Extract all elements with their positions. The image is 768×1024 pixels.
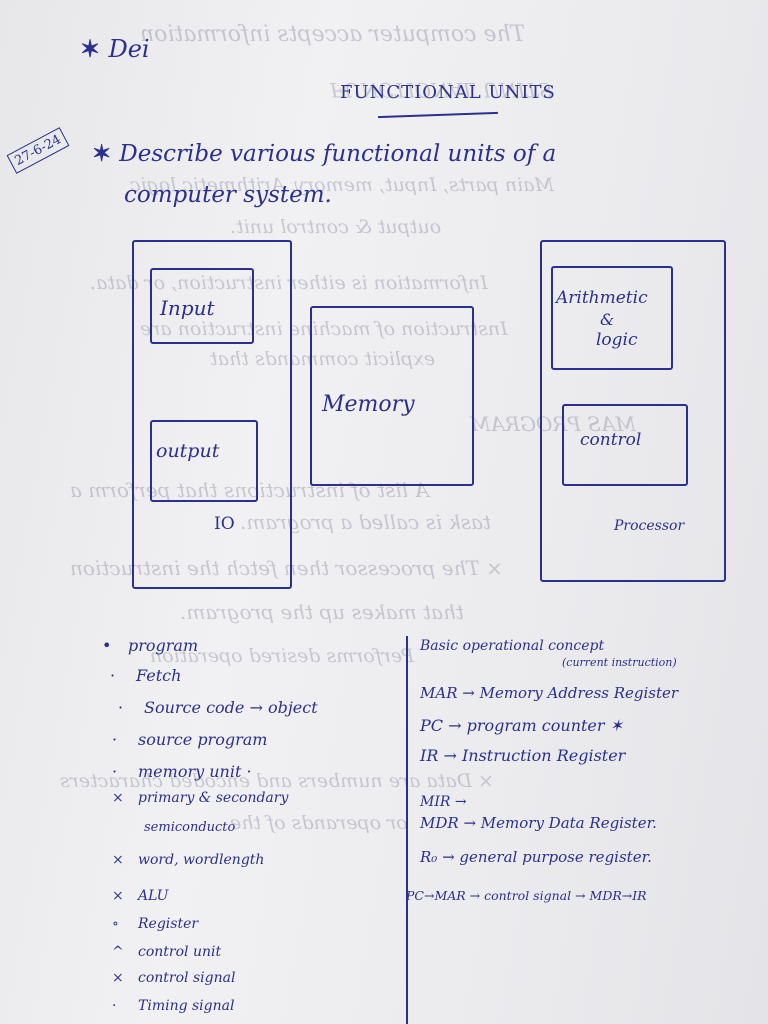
alu-label-line-2: & (600, 310, 615, 329)
list-item: ×primary & secondary (112, 790, 289, 806)
right-list-item: PC→MAR → control signal → MDR→IR (406, 888, 647, 903)
right-list-item: IR → Instruction Register (420, 746, 626, 765)
memory-box (310, 306, 474, 486)
processor-label: Processor (614, 518, 685, 534)
alu-label-line-1: Arithmetic (556, 288, 648, 308)
right-list-item: MDR → Memory Data Register. (420, 814, 657, 832)
header-text: Dei (108, 35, 150, 63)
column-divider (406, 636, 408, 1024)
memory-label: Memory (322, 392, 415, 417)
io-unit-box (132, 240, 292, 589)
right-list-item: PC → program counter ✶ (420, 716, 624, 735)
io-label: IO (214, 514, 235, 534)
star-icon: ✶ (92, 140, 120, 167)
bleed-through-text: output & control unit. (230, 216, 442, 238)
header-line: ✶ Dei (80, 34, 150, 63)
alu-label-line-3: logic (596, 330, 638, 350)
right-list-title: Basic operational concept (420, 638, 605, 654)
processor-box (540, 240, 726, 582)
star-icon: ✶ (80, 34, 109, 63)
list-item: ·Timing signal (112, 998, 235, 1014)
question-line-1: ✶ Describe various functional units of a (92, 140, 556, 167)
list-item: semiconducto (144, 820, 236, 835)
right-list-item: MIR → (420, 794, 467, 810)
list-item: ∘Register (112, 916, 199, 932)
list-item: ^control unit (112, 944, 222, 960)
input-label: Input (160, 296, 215, 320)
heading-title: FUNCTIONAL UNITS (340, 82, 556, 103)
date-stamp: 27-6-24 (6, 127, 70, 174)
bleed-through-text: or operands of the (230, 812, 408, 834)
input-box (150, 268, 254, 344)
right-list-item: R₀ → general purpose register. (420, 848, 652, 866)
output-box (150, 420, 258, 502)
list-item: ·source program (112, 730, 268, 749)
control-box (562, 404, 688, 486)
question-text-1: Describe various functional units of a (119, 141, 557, 167)
bleed-through-text: The computer accepts information (140, 22, 526, 47)
heading-underline (378, 111, 498, 119)
list-item: ×ALU (112, 888, 169, 904)
output-label: output (156, 440, 220, 462)
list-item: •program (102, 636, 199, 655)
list-item: ×control signal (112, 970, 236, 986)
list-item: ×word, wordlength (112, 852, 265, 868)
alu-box (551, 266, 673, 370)
right-list-subtitle: (current instruction) (562, 656, 677, 669)
control-label: control (580, 430, 642, 450)
list-item: ·memory unit · (112, 762, 252, 781)
list-item: ·Fetch (110, 666, 182, 685)
right-list-item: MAR → Memory Address Register (420, 684, 679, 702)
question-line-2: computer system. (124, 182, 332, 208)
bleed-through-text: that makes up the program. (180, 600, 464, 624)
list-item: ·Source code → object (118, 698, 318, 717)
